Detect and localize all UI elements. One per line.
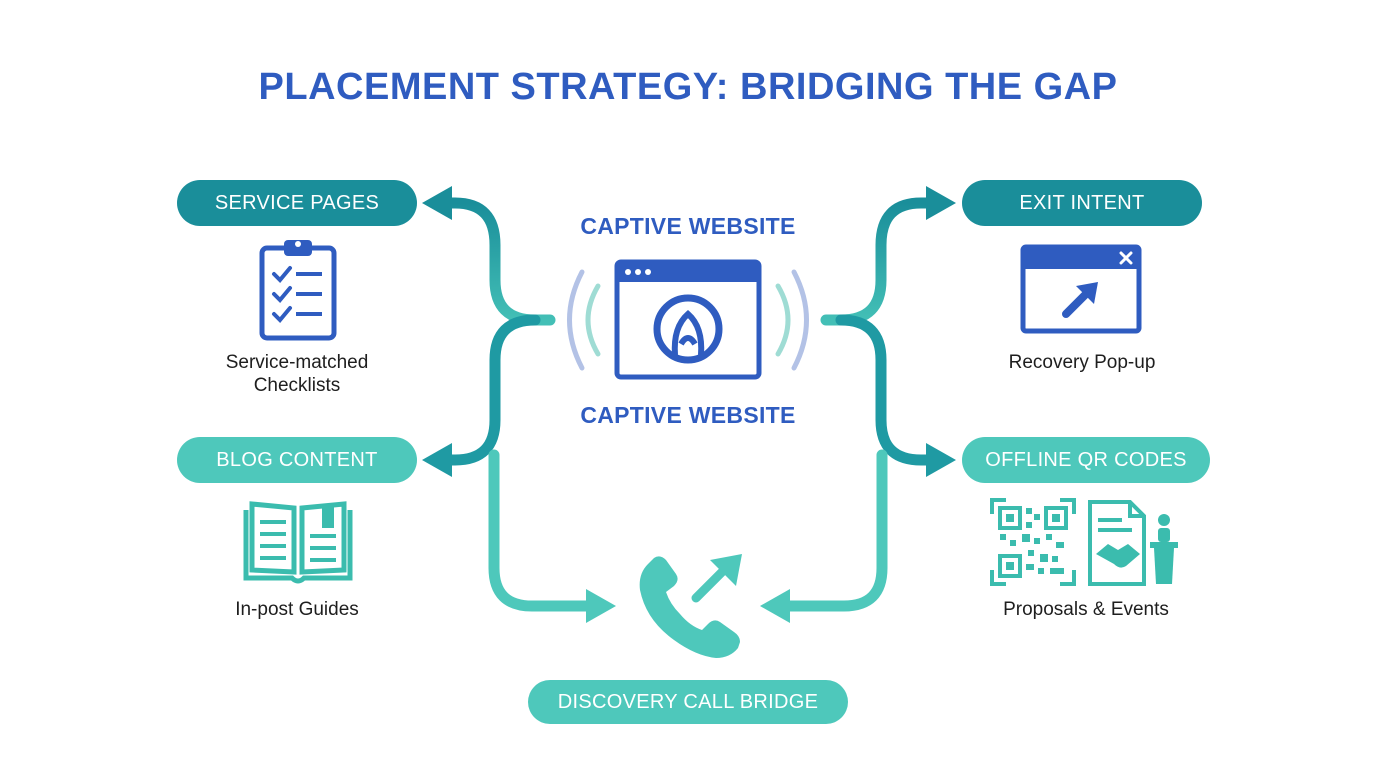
arrow-service-pages — [422, 186, 452, 220]
caption-blog-content: In-post Guides — [235, 599, 359, 620]
center-label-top: CAPTIVE WEBSITE — [580, 213, 796, 239]
center-label-bottom: CAPTIVE WEBSITE — [580, 402, 796, 428]
phone-call-icon — [639, 554, 742, 658]
arrow-left-phone — [586, 589, 616, 623]
caption-exit-intent: Recovery Pop-up — [1008, 352, 1156, 373]
arrow-blog-content — [422, 443, 452, 477]
arrow-exit-intent — [926, 186, 956, 220]
arrow-right-phone — [760, 589, 790, 623]
connector-blog-content — [442, 314, 541, 466]
connector-offline-qr — [835, 314, 934, 466]
arrow-offline-qr — [926, 443, 956, 477]
pill-offline-qr: OFFLINE QR CODES — [962, 437, 1210, 483]
clipboard-checklist-icon — [259, 240, 337, 341]
open-book-icon — [243, 501, 353, 584]
pill-service-pages: SERVICE PAGES — [177, 180, 417, 226]
connector-right-phone — [780, 449, 888, 612]
browser-logo-icon — [567, 259, 809, 380]
pill-exit-intent: EXIT INTENT — [962, 180, 1202, 226]
connector-left-phone — [488, 449, 596, 612]
pill-blog-content: BLOG CONTENT — [177, 437, 417, 483]
caption-service-pages: Service-matched Checklists — [225, 352, 369, 396]
page-title: PLACEMENT STRATEGY: BRIDGING THE GAP — [258, 66, 1118, 108]
qr-document-icon — [990, 498, 1178, 586]
pill-discovery-call: DISCOVERY CALL BRIDGE — [528, 680, 848, 724]
popup-window-icon — [1020, 244, 1142, 334]
caption-offline-qr: Proposals & Events — [1003, 599, 1169, 620]
